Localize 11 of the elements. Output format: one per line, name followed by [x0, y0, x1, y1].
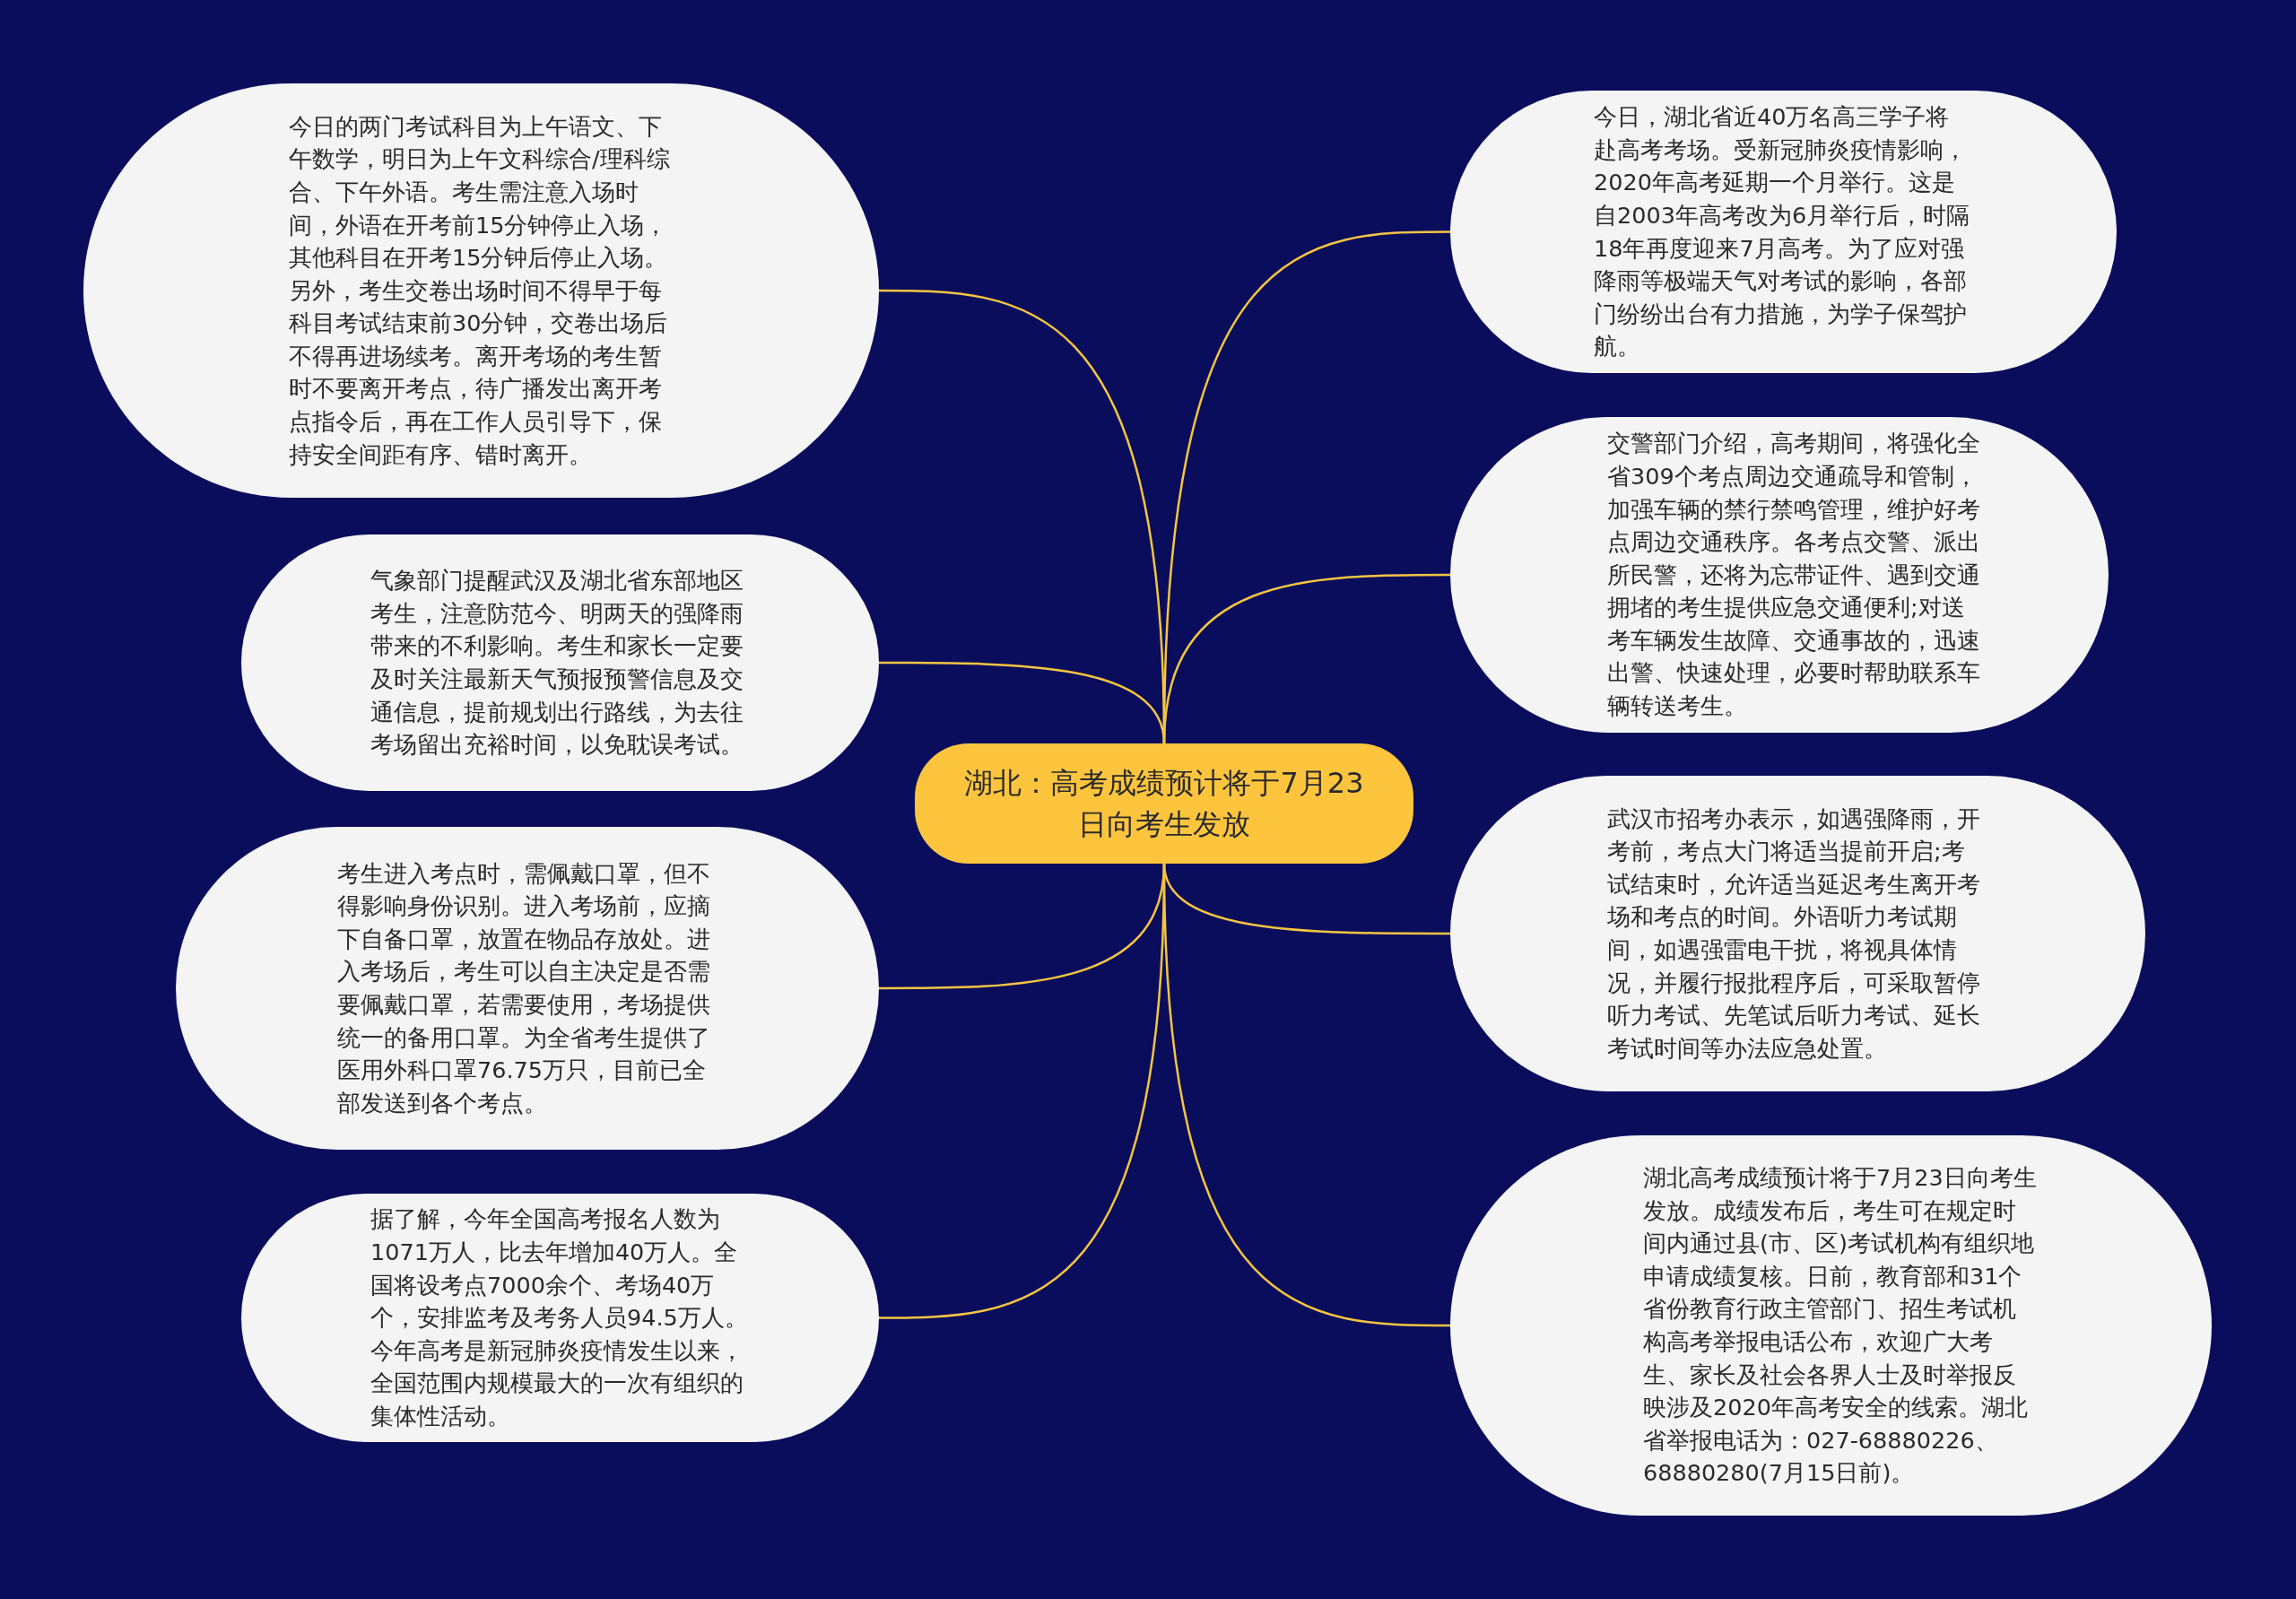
connector-line	[1162, 573, 1450, 744]
connector-line	[1162, 863, 1450, 1327]
text-bubble: 气象部门提醒武汉及湖北省东部地区考生，注意防范今、明两天的强降雨带来的不利影响。考生和家长一定要及时关注最新天气预报预警信息及交通信息，提前规划出行路线，为去往考场留出充裕时间，以免耽误考试。	[241, 534, 879, 791]
text-bubble: 武汉市招考办表示，如遇强降雨，开考前，考点大门将适当提前开启;考试结束时，允许适当延迟考生离开考场和考点的时间。外语听力考试期间，如遇强雷电干扰，将视具体情况，并履行报批程序后，可采取暂停听力考试、先笔试后听力考试、延长考试时间等办法应急处置。	[1450, 776, 2145, 1091]
text-bubble: 湖北高考成绩预计将于7月23日向考生发放。成绩发布后，考生可在规定时间内通过县(市、区)考试机构有组织地申请成绩复核。日前，教育部和31个省份教育行政主管部门、招生考试机构高考举报电话公布，欢迎广大考生、家长及社会各界人士及时举报反映涉及2020年高考安全的线索。湖北省举报电话为：027-68880226、68880280(7月15日前)。	[1450, 1135, 2212, 1516]
text-bubble: 今日，湖北省近40万名高三学子将赴高考考场。受新冠肺炎疫情影响，2020年高考延期一个月举行。这是自2003年高考改为6月举行后，时隔18年再度迎来7月高考。为了应对强降雨等极端天气对考试的影响，各部门纷纷出台有力措施，为学子保驾护航。	[1450, 91, 2117, 373]
text-bubble: 据了解，今年全国高考报名人数为1071万人，比去年增加40万人。全国将设考点7000余个、考场40万个，安排监考及考务人员94.5万人。今年高考是新冠肺炎疫情发生以来，全国范围内规模最大的一次有组织的集体性活动。	[241, 1194, 879, 1442]
text-bubble: 考生进入考点时，需佩戴口罩，但不得影响身份识别。进入考场前，应摘下自备口罩，放置在物品存放处。进入考场后，考生可以自主决定是否需要佩戴口罩，若需要使用，考场提供统一的备用口罩。为全省考生提供了医用外科口罩76.75万只，目前已全部发送到各个考点。	[176, 827, 879, 1150]
topic-box: 湖北：高考成绩预计将于7月23日向考生发放	[915, 743, 1413, 864]
text-bubble: 今日的两门考试科目为上午语文、下午数学，明日为上午文科综合/理科综合、下午外语。考生需注意入场时间，外语在开考前15分钟停止入场，其他科目在开考15分钟后停止入场。另外，考生交卷出场时间不得早于每科目考试结束前30分钟，交卷出场后不得再进场续考。离开考场的考生暂时不要离开考点，待广播发出离开考点指令后，再在工作人员引导下，保持安全间距有序、错时离开。	[83, 83, 879, 498]
text-bubble: 交警部门介绍，高考期间，将强化全省309个考点周边交通疏导和管制，加强车辆的禁行禁鸣管理，维护好考点周边交通秩序。各考点交警、派出所民警，还将为忘带证件、遇到交通拥堵的考生提供应急交通便利;对送考车辆发生故障、交通事故的，迅速出警、快速处理，必要时帮助联系车辆转送考生。	[1450, 417, 2109, 733]
